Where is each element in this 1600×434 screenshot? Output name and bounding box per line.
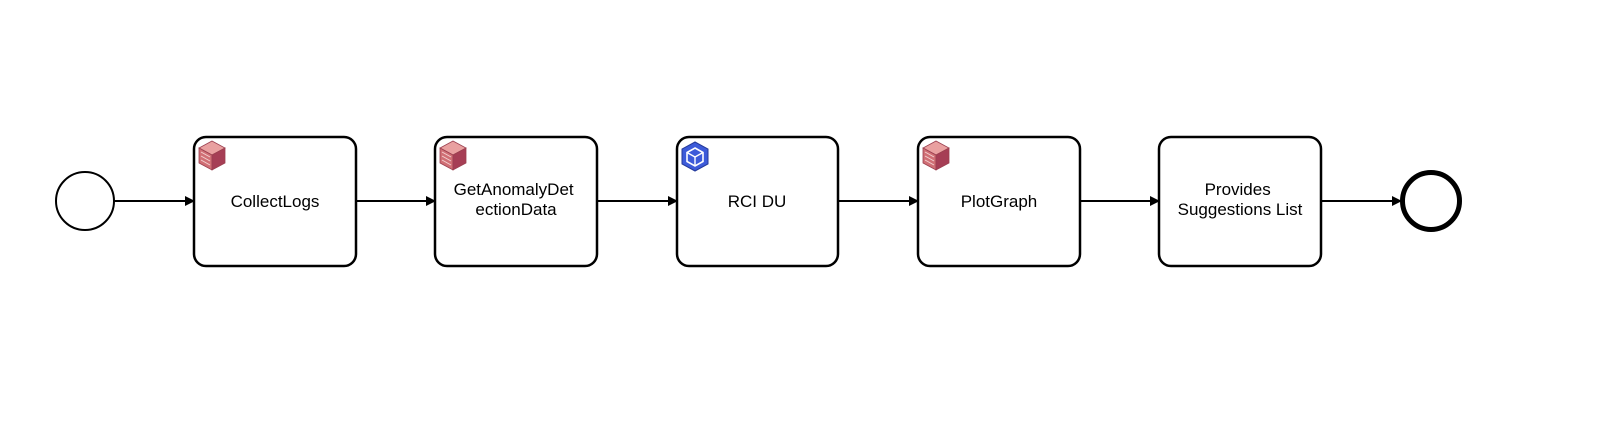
task-label-line: CollectLogs xyxy=(231,192,320,211)
svg-text:CollectLogs: CollectLogs xyxy=(231,192,320,211)
task-label-line: RCI DU xyxy=(728,192,787,211)
task-get-anomaly-detection-data[interactable]: GetAnomalyDet ectionData xyxy=(433,135,599,268)
task-rci-du[interactable]: RCI DU xyxy=(675,135,840,268)
end-event[interactable] xyxy=(1400,170,1462,232)
svg-text:GetAnomalyDet ectionData: GetAnomalyDet ectionData xyxy=(454,180,579,219)
task-label-line: PlotGraph xyxy=(961,192,1038,211)
svg-text:Provides Suggestions Lis: Provides Suggestions List xyxy=(1178,180,1303,219)
task-label-line: GetAnomalyDet xyxy=(454,180,574,199)
task-label-line: Suggestions List xyxy=(1178,200,1303,219)
task-plot-graph[interactable]: PlotGraph xyxy=(916,135,1082,268)
svg-text:RCI DU: RCI DU xyxy=(728,192,787,211)
task-label-line: Provides xyxy=(1205,180,1271,199)
start-event[interactable] xyxy=(55,171,115,231)
task-provides-suggestions-list[interactable]: Provides Suggestions List xyxy=(1157,135,1323,268)
task-label-line: ectionData xyxy=(475,200,557,219)
task-collect-logs[interactable]: CollectLogs xyxy=(192,135,358,268)
svg-text:PlotGraph: PlotGraph xyxy=(961,192,1038,211)
service-task-icon xyxy=(681,141,709,172)
